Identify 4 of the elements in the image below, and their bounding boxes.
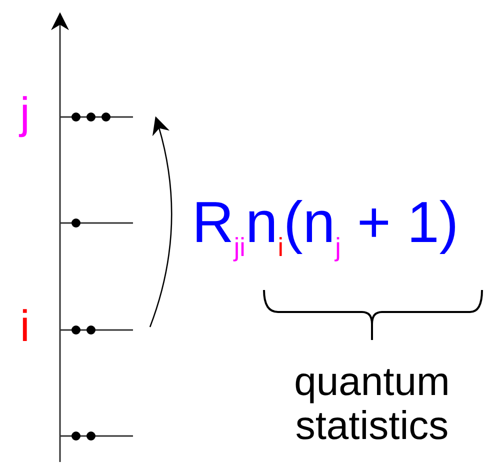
- level-label: i: [20, 305, 30, 349]
- annotation-text: quantum statistics: [293, 360, 451, 448]
- level-label: j: [20, 92, 30, 136]
- transition-arrow: [149, 116, 172, 328]
